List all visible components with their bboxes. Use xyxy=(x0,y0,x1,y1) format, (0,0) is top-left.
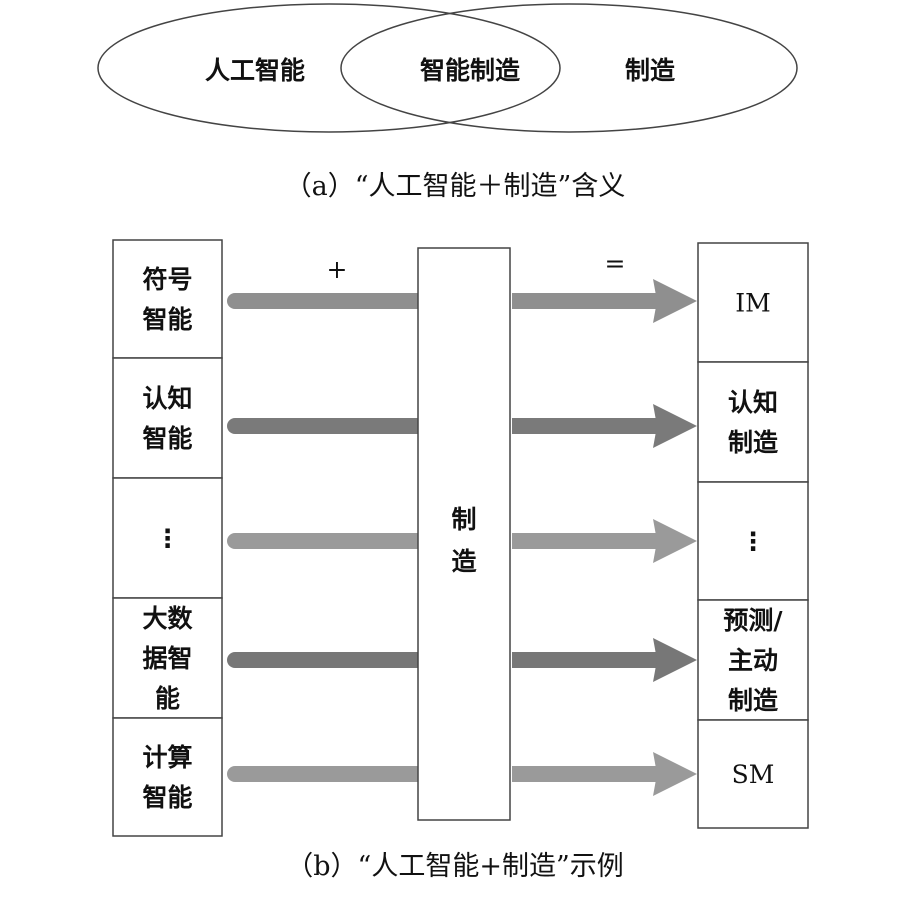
right-cell xyxy=(697,242,809,363)
caption-b: （b）“人工智能+制造”示例 xyxy=(286,851,624,882)
left-cell-text: 智能 xyxy=(142,305,192,334)
arrowhead-icon xyxy=(653,519,697,563)
left-cell-text: 智能 xyxy=(142,783,192,812)
output-arrow-shaft xyxy=(512,533,657,549)
manufacturing-box xyxy=(417,247,511,821)
ai-ellipse xyxy=(97,3,561,133)
manufacturing-box-label-2: 造 xyxy=(451,547,476,576)
arrowhead-icon xyxy=(653,638,697,682)
ai-label: 人工智能 xyxy=(205,56,305,85)
right-cell-text: 预测/ xyxy=(723,606,783,635)
right-cell xyxy=(697,361,809,483)
left-cell xyxy=(112,239,223,359)
left-cell-text: 计算 xyxy=(142,743,192,772)
right-cell-text: IM xyxy=(735,289,770,318)
arrowhead-icon xyxy=(653,404,697,448)
arrowhead-icon xyxy=(653,279,697,323)
manufacturing-box-label-1: 制 xyxy=(451,505,476,534)
right-cell xyxy=(697,481,809,601)
right-cell-text: 认知 xyxy=(728,388,778,417)
output-arrow-shaft xyxy=(512,418,657,434)
right-cell-text: ⋮ xyxy=(741,527,766,556)
manufacturing-ellipse xyxy=(340,3,798,133)
left-cell-text: 符号 xyxy=(142,265,192,294)
plus-sign: + xyxy=(327,255,348,284)
arrows xyxy=(227,279,697,796)
right-cell-text: 主动 xyxy=(728,646,778,675)
output-arrow-shaft xyxy=(512,293,657,309)
right-cell-text: 制造 xyxy=(728,686,778,715)
left-cell-text: 能 xyxy=(155,684,180,713)
left-cell-text: 大数 xyxy=(142,604,193,633)
left-cell xyxy=(112,597,223,719)
venn-diagram: 人工智能 智能制造 制造 （a）“人工智能＋制造”含义 xyxy=(97,3,798,202)
left-cell-text: ⋮ xyxy=(155,524,180,553)
right-cell xyxy=(697,719,809,829)
right-cell-text: 制造 xyxy=(728,428,778,457)
left-cell xyxy=(112,357,223,479)
equals-sign: = xyxy=(605,249,626,278)
left-cell-text: 智能 xyxy=(142,424,192,453)
right-cell-text: SM xyxy=(732,760,775,789)
left-cell xyxy=(112,717,223,837)
output-arrow-shaft xyxy=(512,652,657,668)
manufacturing-label: 制造 xyxy=(625,56,675,85)
arrowhead-icon xyxy=(653,752,697,796)
caption-a: （a）“人工智能＋制造”含义 xyxy=(285,171,626,202)
intelligent-manufacturing-label: 智能制造 xyxy=(420,56,520,85)
output-arrow-shaft xyxy=(512,766,657,782)
left-cell-text: 据智 xyxy=(142,644,192,673)
left-cell-text: 认知 xyxy=(142,384,192,413)
